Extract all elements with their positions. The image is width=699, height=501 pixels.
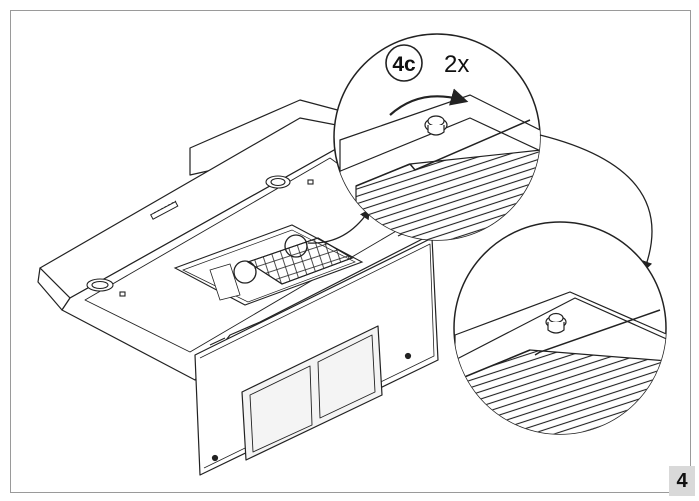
page-number-badge: 4 bbox=[669, 466, 695, 496]
filter-recess bbox=[173, 224, 364, 306]
step-count: 2x bbox=[444, 51, 469, 78]
filter-lock-highlights bbox=[233, 234, 308, 284]
rotation-arrow-icon bbox=[389, 88, 469, 116]
detail-callout-after bbox=[453, 221, 667, 435]
glass-panel bbox=[194, 228, 439, 476]
transition-arrow bbox=[539, 134, 653, 272]
step-label: 4c bbox=[392, 53, 416, 76]
control-strip bbox=[150, 200, 179, 220]
hood-lights bbox=[86, 175, 314, 297]
callout-arrow bbox=[307, 208, 371, 244]
step-badge bbox=[385, 44, 423, 82]
